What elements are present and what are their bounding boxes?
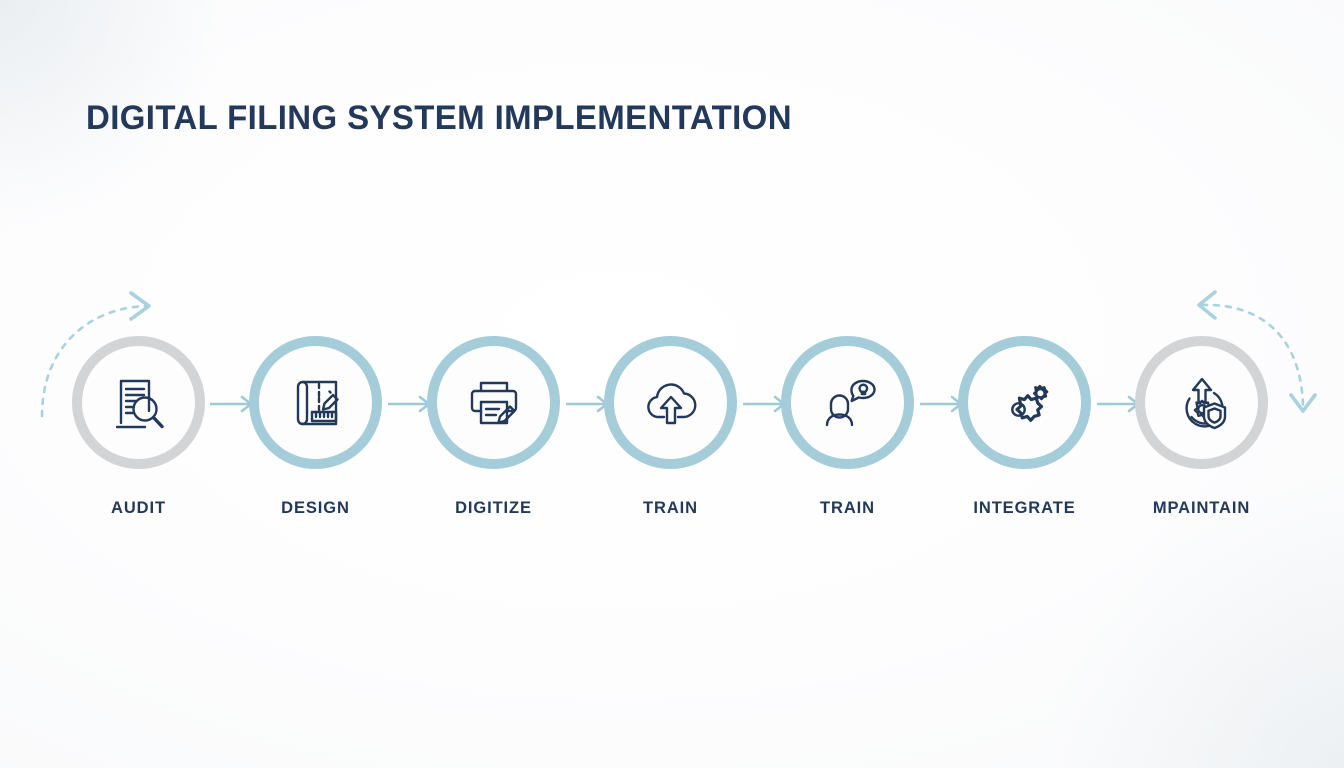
document-magnifier-icon: [107, 371, 171, 435]
step-label: INTEGRATE: [973, 499, 1076, 517]
dashed-arc-arrow-right: [1172, 288, 1332, 423]
process-step-train-people[interactable]: TRAIN: [781, 336, 914, 518]
step-circle[interactable]: [604, 336, 737, 469]
dashed-arc-arrow-left: [28, 288, 188, 423]
step-label: DESIGN: [281, 499, 350, 517]
step-circle[interactable]: [427, 336, 560, 469]
step-circle[interactable]: [72, 336, 205, 469]
process-step-design[interactable]: DESIGN: [249, 336, 382, 518]
process-step-integrate[interactable]: INTEGRATE: [958, 336, 1091, 518]
step-label: AUDIT: [111, 499, 166, 517]
blueprint-pencil-ruler-icon: [284, 371, 348, 435]
process-step-digitize[interactable]: DIGITIZE: [427, 336, 560, 518]
refresh-gear-shield-icon: [1170, 371, 1234, 435]
step-label: MPAINTAIN: [1152, 499, 1251, 517]
scanner-document-pen-icon: [462, 371, 526, 435]
page-title: DIGITAL FILING SYSTEM IMPLEMENTATION: [86, 99, 792, 137]
step-circle[interactable]: [1135, 336, 1268, 469]
step-label: DIGITIZE: [455, 499, 532, 517]
gears-icon: [993, 371, 1057, 435]
step-label: TRAIN: [820, 499, 875, 517]
cloud-upload-icon: [639, 371, 703, 435]
process-step-train-upload[interactable]: TRAIN: [604, 336, 737, 518]
step-label: TRAIN: [643, 499, 698, 517]
step-circle[interactable]: [781, 336, 914, 469]
process-step-maintain[interactable]: MPAINTAIN: [1135, 336, 1268, 518]
step-circle[interactable]: [958, 336, 1091, 469]
process-step-audit[interactable]: AUDIT: [72, 336, 205, 518]
step-circle[interactable]: [249, 336, 382, 469]
person-lightbulb-speech-icon: [816, 371, 880, 435]
